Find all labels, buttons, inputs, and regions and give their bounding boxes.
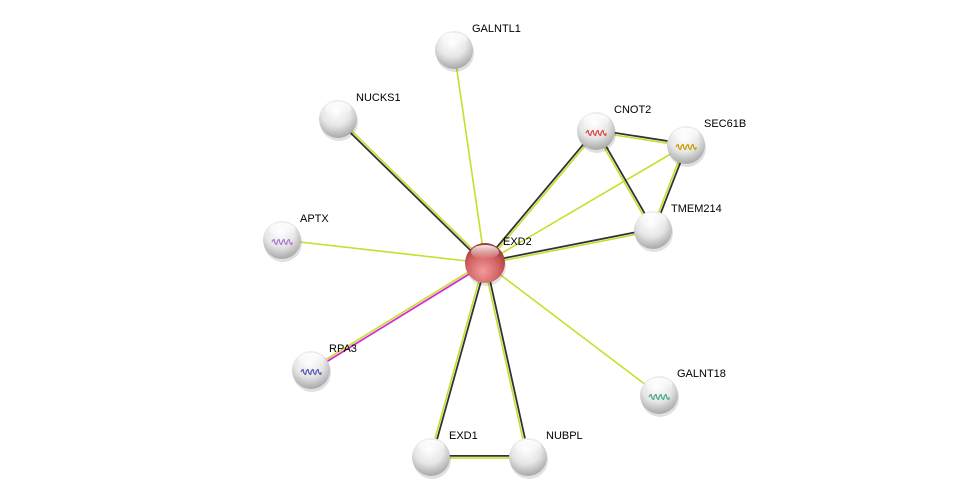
node-label: RPA3 — [329, 343, 357, 355]
node-sec61b[interactable]: SEC61B — [667, 118, 746, 167]
edge-exd2-aptx[interactable] — [281, 239, 486, 264]
edge-line-textmining — [453, 49, 486, 264]
edge-line-coexpression — [484, 228, 653, 263]
node-label: EXD1 — [449, 430, 478, 442]
node-nubpl[interactable]: NUBPL — [509, 430, 583, 479]
node-aptx[interactable]: APTX — [263, 213, 329, 262]
edge-line-textmining — [594, 131, 653, 231]
node-label: APTX — [300, 213, 329, 225]
protein-structure-icon — [300, 368, 322, 376]
node-label: GALNT18 — [677, 368, 726, 380]
edge-line-textmining — [310, 261, 485, 370]
protein-structure-icon — [271, 238, 293, 246]
protein-structure-icon — [585, 129, 607, 137]
node-label: CNOT2 — [614, 104, 651, 116]
edge-line-textmining — [485, 230, 654, 265]
edge-line-textmining — [429, 262, 485, 457]
edge-exd2-nucks1[interactable] — [336, 117, 487, 265]
edge-line-experiments — [311, 263, 487, 372]
edge-line-textmining — [485, 131, 598, 265]
edge-line-textmining — [338, 117, 487, 263]
edge-exd2-rpa3[interactable] — [310, 261, 487, 372]
node-rpa3[interactable]: RPA3 — [292, 343, 357, 392]
node-nucks1[interactable]: NUCKS1 — [319, 92, 401, 141]
node-label: EXD2 — [503, 236, 532, 248]
node-label: SEC61B — [704, 118, 746, 130]
node-exd1[interactable]: EXD1 — [412, 430, 478, 479]
edge-exd2-tmem214[interactable] — [484, 228, 654, 265]
edge-line-coexpression — [596, 130, 655, 230]
edge-cnot2-tmem214[interactable] — [594, 130, 655, 231]
edge-line-textmining — [484, 144, 687, 264]
edge-exd2-galnt18[interactable] — [484, 262, 660, 396]
edge-exd2-sec61b[interactable] — [484, 144, 687, 264]
node-galnt18[interactable]: GALNT18 — [640, 368, 726, 417]
edge-exd2-exd1[interactable] — [429, 262, 487, 458]
protein-structure-icon — [675, 143, 697, 151]
node-tmem214[interactable]: TMEM214 — [634, 203, 722, 252]
edge-exd2-nubpl[interactable] — [483, 262, 530, 458]
edge-line-coexpression — [336, 119, 485, 265]
node-label: NUCKS1 — [356, 92, 401, 104]
edge-exd2-cnot2[interactable] — [483, 129, 598, 265]
node-label: TMEM214 — [671, 203, 722, 215]
node-cnot2[interactable]: CNOT2 — [577, 104, 651, 153]
edge-line-textmining — [484, 262, 660, 396]
edge-line-textmining — [281, 239, 486, 264]
edge-line-textmining — [483, 263, 528, 458]
node-label: NUBPL — [546, 430, 583, 442]
edge-exd2-galntl1[interactable] — [453, 49, 486, 264]
edge-line-coexpression — [431, 263, 487, 458]
edge-line-coexpression — [483, 129, 596, 263]
node-galntl1[interactable]: GALNTL1 — [435, 23, 521, 72]
node-label: GALNTL1 — [472, 23, 521, 35]
protein-structure-icon — [648, 393, 670, 401]
node-exd2[interactable]: EXD2 — [465, 236, 532, 286]
edge-line-coexpression — [485, 262, 530, 457]
